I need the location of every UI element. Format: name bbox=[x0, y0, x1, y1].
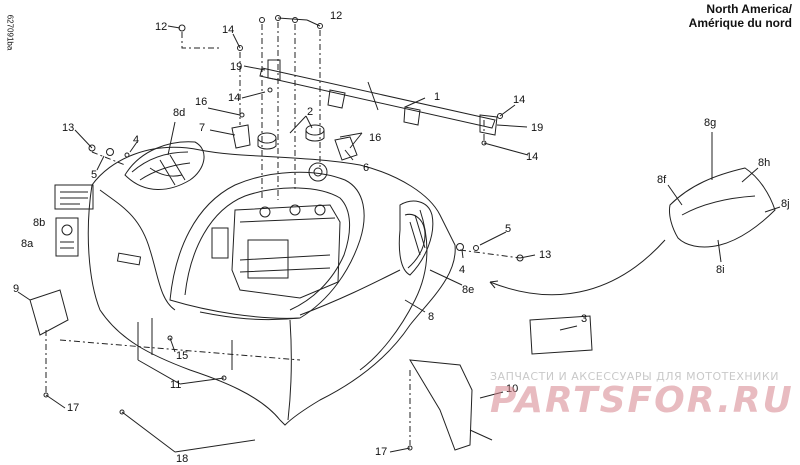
callout-16-right: 16 bbox=[369, 132, 381, 144]
fasteners bbox=[43, 15, 524, 451]
right-headlight-housing bbox=[398, 200, 434, 276]
crossbar bbox=[259, 59, 498, 136]
left-headlight-housing bbox=[124, 141, 205, 190]
callout-8b: 8b bbox=[33, 217, 45, 229]
callout-13-right: 13 bbox=[539, 249, 551, 261]
front-body-panel bbox=[87, 146, 456, 426]
callout-16-left: 16 bbox=[195, 96, 207, 108]
callout-18: 18 bbox=[176, 453, 188, 465]
callout-2: 2 bbox=[307, 106, 313, 118]
callout-8e: 8e bbox=[462, 284, 474, 296]
callout-1: 1 bbox=[434, 91, 440, 103]
leader-lines bbox=[17, 17, 781, 453]
callout-5-left: 5 bbox=[91, 169, 97, 181]
callout-5-right: 5 bbox=[505, 223, 511, 235]
callout-15: 15 bbox=[176, 350, 188, 362]
callout-14-right-top: 14 bbox=[513, 94, 525, 106]
callout-19-right: 19 bbox=[531, 122, 543, 134]
central-tub bbox=[169, 162, 365, 319]
callout-7: 7 bbox=[199, 122, 205, 134]
panel-tab bbox=[469, 429, 493, 441]
callout-8j: 8j bbox=[781, 198, 790, 210]
hook-panel bbox=[669, 167, 776, 248]
callout-8h: 8h bbox=[758, 157, 770, 169]
right-side-panel bbox=[409, 359, 473, 451]
callout-14-top: 14 bbox=[222, 24, 234, 36]
grommets bbox=[257, 124, 325, 150]
watermark-brand: PARTSFOR.RU bbox=[490, 380, 794, 421]
label-decals bbox=[54, 184, 94, 257]
watermark-tagline: ЗАПЧАСТИ И АКСЕССУАРЫ ДЛЯ МОТОТЕХНИКИ bbox=[490, 370, 779, 383]
callout-12-left: 12 bbox=[155, 21, 167, 33]
callout-12-right: 12 bbox=[330, 10, 342, 22]
arrow-to-hook-panel bbox=[489, 239, 666, 296]
callout-8g: 8g bbox=[704, 117, 716, 129]
callout-14-right-bottom: 14 bbox=[526, 151, 538, 163]
arrowhead bbox=[489, 280, 499, 289]
callout-8: 8 bbox=[428, 311, 434, 323]
callout-17-right: 17 bbox=[375, 446, 387, 458]
callout-4-right: 4 bbox=[459, 264, 465, 276]
bracket-7 bbox=[231, 124, 251, 149]
region-title-line1: North America/ bbox=[706, 2, 792, 16]
callout-3: 3 bbox=[581, 313, 587, 325]
left-side-panel bbox=[29, 289, 69, 336]
callout-6: 6 bbox=[363, 162, 369, 174]
callout-9: 9 bbox=[13, 283, 19, 295]
hook-panel-edge bbox=[681, 195, 756, 216]
callout-8f: 8f bbox=[657, 174, 667, 186]
callout-17-left: 17 bbox=[67, 402, 79, 414]
callout-11: 11 bbox=[170, 379, 181, 391]
callout-13-left: 13 bbox=[62, 122, 74, 134]
assembly-lines bbox=[45, 22, 521, 445]
drawing-lines bbox=[17, 15, 781, 453]
region-title-line2: Amérique du nord bbox=[688, 16, 792, 30]
callout-labels: 1 2 3 4 4 5 5 6 7 8 8a 8b 8d 8e 8f 8g 8h… bbox=[13, 10, 790, 465]
bracket-6 bbox=[334, 136, 358, 161]
callout-14-mid: 14 bbox=[228, 92, 240, 104]
callout-8a: 8a bbox=[21, 238, 34, 250]
callout-10: 10 bbox=[506, 383, 518, 395]
battery-pad bbox=[529, 315, 593, 355]
callout-8d: 8d bbox=[173, 107, 185, 119]
callout-8i: 8i bbox=[716, 264, 725, 276]
callout-4-left: 4 bbox=[133, 134, 139, 146]
callout-19-left: 19 bbox=[230, 61, 242, 73]
region-title: North America/ Amérique du nord bbox=[689, 2, 792, 30]
